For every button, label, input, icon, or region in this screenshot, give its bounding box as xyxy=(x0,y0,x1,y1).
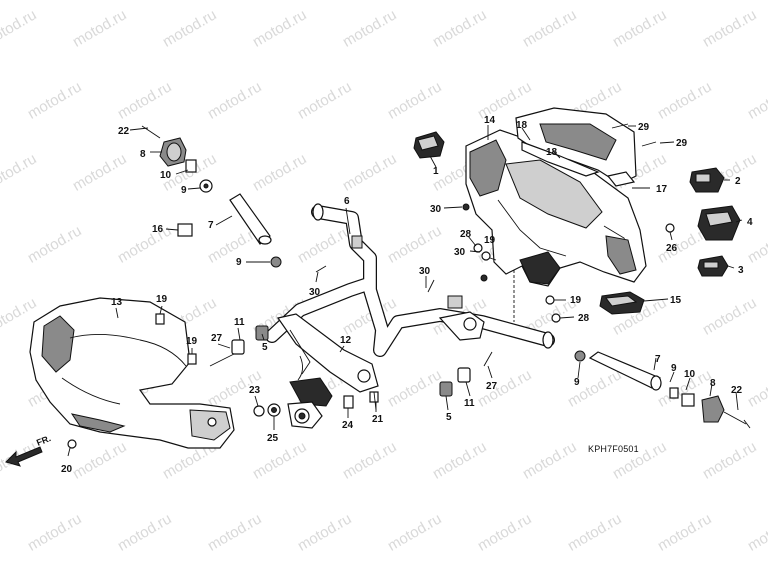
front-direction-arrow: FR. xyxy=(5,433,52,467)
direction-label: FR. xyxy=(35,433,52,448)
callout-1: 1 xyxy=(433,166,439,177)
callout-3: 3 xyxy=(738,265,744,276)
handlebar-holder xyxy=(276,313,379,393)
callout-11-right: 11 xyxy=(464,398,475,409)
mounts-and-bolts xyxy=(155,313,493,397)
callout-29-lower: 29 xyxy=(676,138,688,149)
callout-9-right-b: 9 xyxy=(671,363,677,374)
diagram-code: KPH7F0501 xyxy=(588,444,639,454)
meter-visor xyxy=(515,107,637,187)
callout-11: 11 xyxy=(234,317,245,328)
lower-bracket xyxy=(287,377,379,429)
callout-10: 10 xyxy=(160,170,172,181)
callout-5: 5 xyxy=(262,342,268,353)
callout-26: 26 xyxy=(666,243,678,254)
callout-20: 20 xyxy=(61,464,73,475)
nut-and-washer xyxy=(253,403,281,417)
cover-plate xyxy=(599,291,645,315)
callout-13: 13 xyxy=(111,297,123,308)
callout-16: 16 xyxy=(152,224,164,235)
callout-27-right: 27 xyxy=(486,381,498,392)
callout-28: 28 xyxy=(460,229,472,240)
callout-15: 15 xyxy=(670,295,682,306)
callout-10-right: 10 xyxy=(684,369,696,380)
callout-30-mid: 30 xyxy=(454,247,466,258)
callout-30-center: 30 xyxy=(419,266,431,277)
callout-18: 18 xyxy=(516,120,528,131)
callout-8: 8 xyxy=(140,149,146,160)
callout-19: 19 xyxy=(156,294,168,305)
callout-24: 24 xyxy=(342,420,354,431)
callout-22: 22 xyxy=(118,126,130,137)
callout-8-right: 8 xyxy=(710,378,716,389)
callout-9-right: 9 xyxy=(574,377,580,388)
lower-cover xyxy=(29,297,235,449)
callout-labels: 1 2 3 4 5 5 6 7 7 8 8 9 9 9 9 10 10 11 1… xyxy=(61,115,753,475)
callout-19-center: 19 xyxy=(484,235,496,246)
callout-9: 9 xyxy=(181,185,187,196)
callout-7-right: 7 xyxy=(655,354,661,365)
callout-21: 21 xyxy=(372,414,384,425)
callout-19-right: 19 xyxy=(570,295,582,306)
callout-27: 27 xyxy=(211,333,223,344)
leader-lines xyxy=(67,125,743,457)
callout-2: 2 xyxy=(735,176,741,187)
left-grip-group xyxy=(141,125,282,268)
callout-25: 25 xyxy=(267,433,279,444)
callout-19-mid: 19 xyxy=(186,336,198,347)
callout-23: 23 xyxy=(249,385,261,396)
callout-30-left: 30 xyxy=(309,287,321,298)
callout-22-right: 22 xyxy=(731,385,743,396)
right-grip-group xyxy=(574,350,751,429)
callout-28-right: 28 xyxy=(578,313,590,324)
callout-9-lower: 9 xyxy=(236,257,242,268)
front-cover xyxy=(465,129,647,322)
callout-18-lower: 18 xyxy=(546,147,558,158)
callout-7: 7 xyxy=(208,220,214,231)
callout-5-right: 5 xyxy=(446,412,452,423)
switch-parts xyxy=(413,131,741,277)
callout-4: 4 xyxy=(747,217,753,228)
callout-14: 14 xyxy=(484,115,496,126)
callout-12: 12 xyxy=(340,335,352,346)
callout-17: 17 xyxy=(656,184,668,195)
callout-29: 29 xyxy=(638,122,650,133)
callout-6: 6 xyxy=(344,196,350,207)
callout-30-upper: 30 xyxy=(430,204,442,215)
